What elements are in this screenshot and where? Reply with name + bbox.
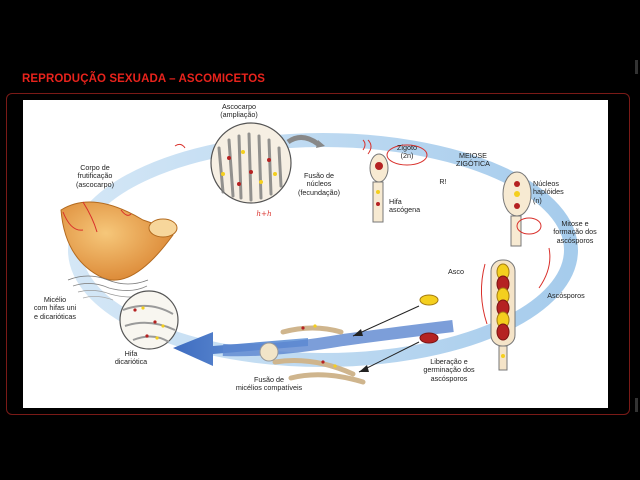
label-hifa-ascogena: Hifa ascógena — [389, 197, 421, 215]
label-meiose-zigotica: MEIOSE ZIGÓTICA — [456, 151, 490, 169]
fruiting-body-illustration — [60, 201, 178, 301]
label-zigoto: Zigoto (2n) — [397, 143, 417, 161]
label-mitose: Mitose e formação dos ascósporos — [553, 219, 597, 245]
label-asco: Asco — [448, 267, 464, 276]
diagram-panel: Ascocarpo (ampliação) Corpo de frutifica… — [23, 100, 608, 408]
label-nucleos-haploides: Núcleos haplóides (n) — [533, 179, 564, 205]
label-liberacao: Liberação e germinação dos ascósporos — [423, 357, 475, 383]
label-micelio: Micélio com hifas uni e dicarióticas — [33, 295, 77, 321]
ascus-illustration — [490, 171, 532, 371]
label-fusao-nucleos: Fusão de núcleos (fecundação) — [298, 171, 340, 197]
slide-title: REPRODUÇÃO SEXUADA – ASCOMICETOS — [22, 73, 266, 85]
hypha-magnified-circle — [119, 290, 179, 350]
ascocarp-magnified-circle — [210, 122, 325, 204]
scroll-marker — [635, 60, 638, 74]
handwritten-note: h+h — [256, 209, 272, 218]
label-corpo-frutificacao: Corpo de frutificação (ascocarpo) — [76, 163, 114, 189]
slide-frame — [6, 93, 630, 415]
label-fusao-micelios: Fusão de micélios compatíveis — [235, 375, 303, 393]
ascogenous-hypha-illustration — [369, 153, 389, 223]
label-ascosporos: Ascósporos — [547, 291, 585, 300]
life-cycle-diagram — [60, 122, 578, 385]
mycelium-fusion-illustration — [259, 325, 366, 385]
label-hifa-dicariotica: Hifa dicariótica — [114, 349, 148, 367]
spore-icon — [352, 294, 439, 373]
scroll-marker — [635, 398, 638, 412]
label-r: R! — [439, 177, 447, 186]
label-ascocarpo: Ascocarpo (ampliação) — [220, 102, 258, 120]
handwritten-annotations — [174, 139, 551, 325]
